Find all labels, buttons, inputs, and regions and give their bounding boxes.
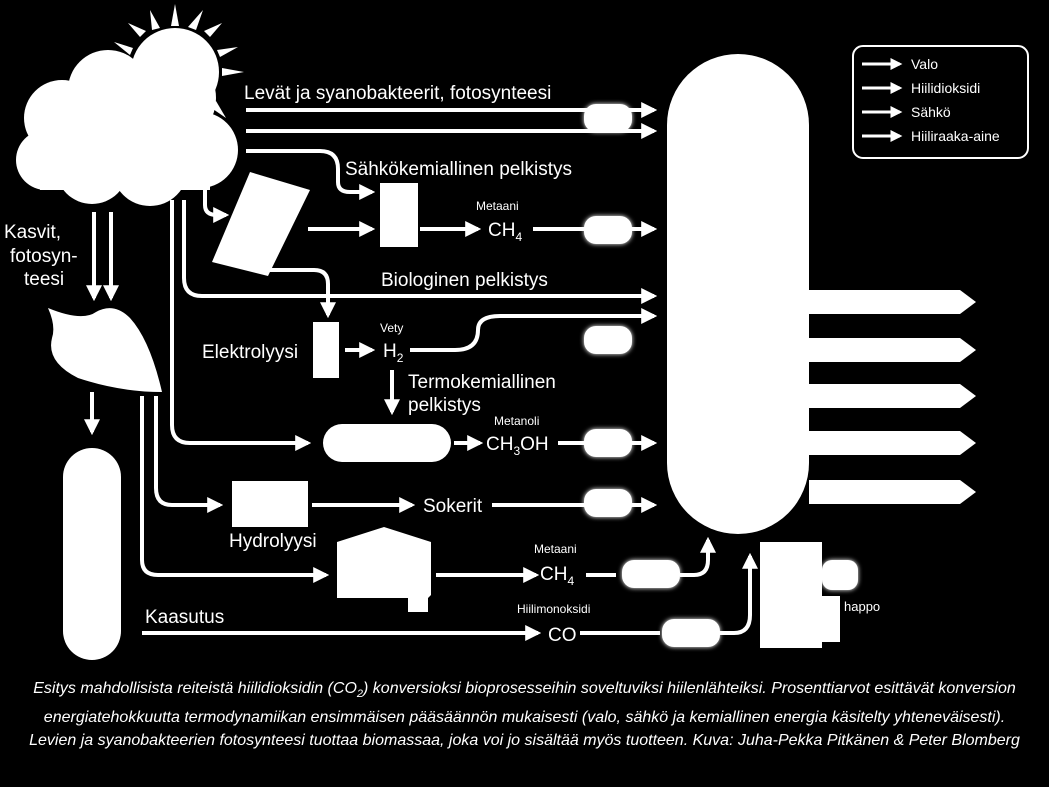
co-formula: CO xyxy=(548,625,577,646)
co2-feed-lines xyxy=(170,200,658,451)
legend-item: Sähkö xyxy=(862,104,951,120)
legend-label: Sähkö xyxy=(911,104,951,120)
biomass-silo xyxy=(63,448,121,660)
biomass-lines xyxy=(140,396,330,583)
thermochemical-label-1: Termokemiallinen xyxy=(408,372,556,393)
plants-label-2: fotosyn- xyxy=(10,246,78,267)
output-arrows xyxy=(809,290,976,504)
legend-label: Valo xyxy=(911,56,938,72)
biological-label: Biologinen pelkistys xyxy=(381,270,548,291)
methane-label: Metaani xyxy=(476,199,519,213)
hydrolysis-label: Hydrolyysi xyxy=(229,531,317,552)
legend-label: Hiiliraaka-aine xyxy=(911,128,1000,144)
plants-label-3: teesi xyxy=(24,269,64,290)
caption-text-1: Esitys mahdollisista reiteistä hiilidiok… xyxy=(33,680,357,697)
electrochemical-reactor xyxy=(380,183,418,247)
hydrolysis-unit xyxy=(232,481,308,527)
thermochemical-reactor xyxy=(323,424,451,462)
hydrogen-label: Vety xyxy=(380,321,403,335)
thermochemical-label-2: pelkistys xyxy=(408,395,481,416)
solar-panel xyxy=(212,172,310,276)
methanol-formula: CH3OH xyxy=(486,434,549,458)
acid-tank-ledge xyxy=(822,596,840,642)
biogas-digester xyxy=(337,527,431,612)
conversion-pills xyxy=(584,104,858,647)
electricity-arrows xyxy=(270,221,376,319)
legend-item: Hiilidioksidi xyxy=(862,80,980,96)
sugars-label: Sokerit xyxy=(423,496,483,517)
methane-formula: CH4 xyxy=(488,220,522,244)
legend: Valo Hiilidioksidi Sähkö Hiiliraaka-aine xyxy=(852,45,1029,159)
acid-label: happo xyxy=(844,599,880,614)
hydrogen-formula: H2 xyxy=(383,341,404,365)
caption-subscript: 2 xyxy=(356,688,364,701)
cloud-icon xyxy=(16,50,238,206)
algae-photosynthesis-label: Levät ja syanobakteerit, fotosynteesi xyxy=(244,83,551,104)
co-label: Hiilimonoksidi xyxy=(517,602,590,616)
electrolysis-label: Elektrolyysi xyxy=(202,342,298,363)
gasification-label: Kaasutus xyxy=(145,607,224,628)
electrolysis-cell xyxy=(313,322,339,378)
bioreactor-vessel xyxy=(667,54,809,534)
plants-label-1: Kasvit, xyxy=(4,222,61,243)
methane2-formula: CH4 xyxy=(540,564,574,588)
leaf-icon xyxy=(48,308,162,392)
legend-item: Valo xyxy=(862,56,938,72)
acid-tank xyxy=(760,542,822,648)
legend-item: Hiiliraaka-aine xyxy=(862,128,1000,144)
figure-caption: Esitys mahdollisista reiteistä hiilidiok… xyxy=(20,677,1029,752)
legend-label: Hiilidioksidi xyxy=(911,80,980,96)
caption-text-2: ) konversioksi bioprosesseihin soveltuvi… xyxy=(29,680,1020,750)
feed-up-arrows xyxy=(680,536,758,635)
methane2-label: Metaani xyxy=(534,542,577,556)
electrochemical-label: Sähkökemiallinen pelkistys xyxy=(345,159,572,180)
methanol-label: Metanoli xyxy=(494,414,539,428)
